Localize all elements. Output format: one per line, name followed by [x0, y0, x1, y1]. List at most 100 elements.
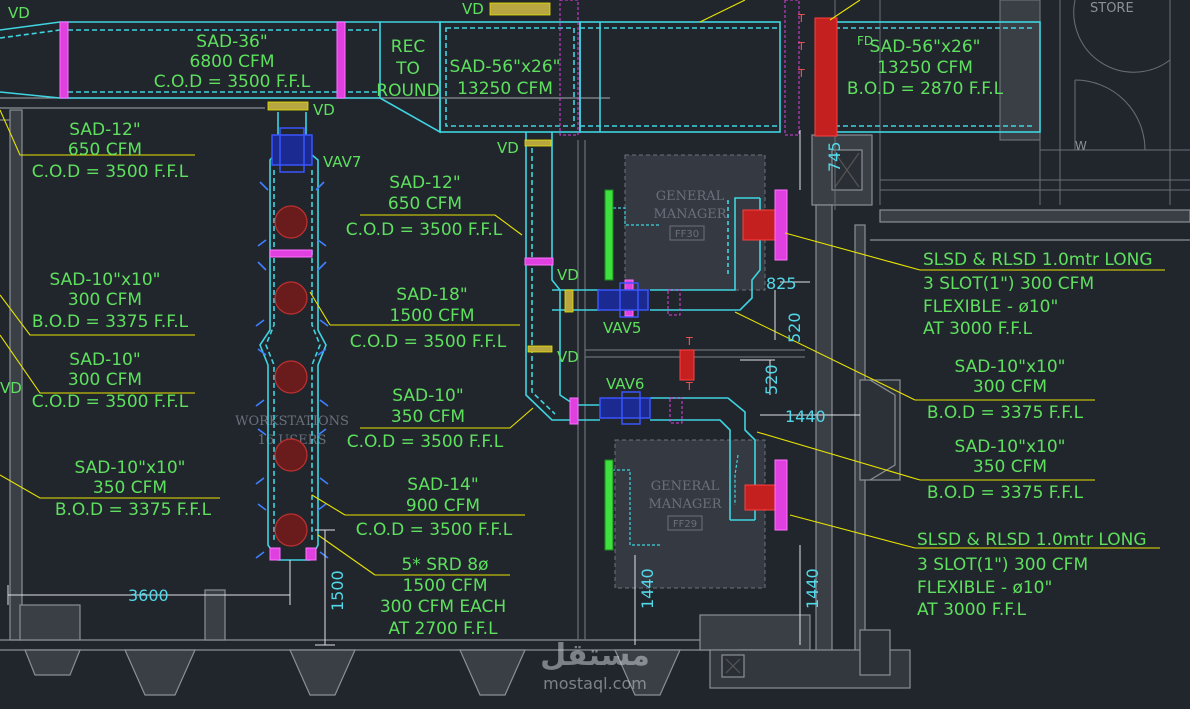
label-line: 300 CFM EACH	[380, 597, 506, 617]
label-line: SLSD & RLSD 1.0mtr LONG	[917, 530, 1147, 550]
tag-t: T	[797, 40, 805, 53]
vav-tag: VAV6	[606, 375, 644, 393]
room-name: MANAGER	[653, 207, 727, 222]
duct-cfm: 6800 CFM	[190, 52, 275, 72]
label-line: SAD-12"	[389, 173, 460, 193]
duct-size: SAD-56"x26"	[450, 57, 561, 77]
label-line: B.O.D = 3375 F.F.L	[927, 483, 1084, 503]
duct-cfm: 13250 CFM	[457, 79, 553, 99]
fd-tag: FD	[857, 34, 873, 48]
left-labels: SAD-12" 650 CFM C.O.D = 3500 F.F.L SAD-1…	[32, 120, 212, 520]
label-line: 5* SRD 8ø	[401, 555, 488, 575]
dampers	[59, 21, 788, 561]
label-line: 350 CFM	[93, 478, 167, 498]
room-name: GENERAL	[651, 479, 720, 494]
label-line: 650 CFM	[68, 140, 142, 160]
label-line: SAD-18"	[396, 285, 467, 305]
dimension: 745	[825, 141, 844, 172]
duct-elevation: C.O.D = 3500 F.F.L	[154, 72, 311, 92]
label-line: FLEXIBLE - ø10"	[917, 578, 1052, 598]
watermark-arabic: مستقل	[540, 638, 650, 673]
label-line: SAD-10"x10"	[75, 458, 186, 478]
label-line: SAD-12"	[69, 120, 140, 140]
label-line: C.O.D = 3500 F.F.L	[32, 162, 189, 182]
dimension: 825	[766, 274, 797, 293]
label-line: 1500 CFM	[390, 306, 475, 326]
room-code: FF30	[675, 229, 699, 240]
label-line: C.O.D = 3500 F.F.L	[356, 520, 513, 540]
duct-annotations: SAD-36" 6800 CFM C.O.D = 3500 F.F.L REC …	[154, 32, 1004, 101]
dimension: 3600	[128, 586, 169, 605]
room-code: FF29	[673, 519, 697, 530]
label-line: SAD-10"x10"	[50, 270, 161, 290]
round-diffusers	[274, 205, 308, 547]
dampers-outline	[559, 0, 800, 424]
label-line: 900 CFM	[406, 496, 480, 516]
label-line: SAD-10"x10"	[955, 437, 1066, 457]
label-line: C.O.D = 3500 F.F.L	[32, 392, 189, 412]
label-line: FLEXIBLE - ø10"	[923, 297, 1058, 317]
vd-tag: VD	[462, 0, 484, 18]
label-line: SAD-10"x10"	[955, 357, 1066, 377]
vd-tag: VD	[557, 266, 579, 284]
label-line: 300 CFM	[68, 290, 142, 310]
duct-elevation: B.O.D = 2870 F.F.L	[847, 79, 1004, 99]
label-line: 1500 CFM	[403, 576, 488, 596]
duct-size: SAD-36"	[196, 32, 267, 52]
dimension: 1440	[785, 407, 826, 426]
room-name: WORKSTATIONS	[235, 414, 349, 429]
label-line: B.O.D = 3375 F.F.L	[55, 500, 212, 520]
label-line: SAD-14"	[407, 475, 478, 495]
label-line: 350 CFM	[973, 457, 1047, 477]
leader-lines	[0, 0, 1165, 576]
vav-boxes	[271, 127, 651, 425]
vav-tag: VAV7	[323, 153, 361, 171]
gm-room-bottom: GENERAL MANAGER FF29	[614, 439, 766, 589]
duct-size: SAD-56"x26"	[870, 37, 981, 57]
window-tag: W	[1075, 139, 1087, 153]
label-line: B.O.D = 3375 F.F.L	[32, 312, 189, 332]
label-line: AT 3000 F.F.L	[917, 600, 1027, 620]
label-line: 3 SLOT(1") 300 CFM	[923, 274, 1094, 294]
label-line: SLSD & RLSD 1.0mtr LONG	[923, 250, 1153, 270]
dimension: 520	[785, 312, 804, 343]
vd-tag: VD	[313, 101, 335, 119]
fire-damper-tags: T T T T T	[685, 12, 805, 393]
watermark-latin: mostaql.com	[543, 674, 647, 693]
label-line: 300 CFM	[68, 370, 142, 390]
tag-t: T	[685, 380, 693, 393]
label-line: C.O.D = 3500 F.F.L	[350, 332, 507, 352]
label-line: C.O.D = 3500 F.F.L	[346, 220, 503, 240]
label-line: C.O.D = 3500 F.F.L	[347, 432, 504, 452]
dimension: 1440	[638, 568, 657, 609]
dimension: 1440	[803, 568, 822, 609]
label-line: 350 CFM	[391, 407, 465, 427]
volume-dampers	[267, 2, 574, 353]
label-line: 3 SLOT(1") 300 CFM	[917, 555, 1088, 575]
transition-label: ROUND	[376, 81, 439, 101]
equipment-tags: VD VD VD VD VD VD VD VAV7 VAV5 VAV6 FD W	[0, 0, 1087, 397]
middle-labels: SAD-12" 650 CFM C.O.D = 3500 F.F.L SAD-1…	[346, 173, 513, 639]
gm-room-top: GENERAL MANAGER FF30	[624, 154, 766, 291]
tag-t: T	[797, 67, 805, 80]
watermark: مستقل mostaql.com	[540, 638, 650, 693]
slot-diffusers	[604, 189, 614, 551]
transition-label: REC	[391, 37, 425, 57]
label-line: B.O.D = 3375 F.F.L	[927, 403, 1084, 423]
label-line: SAD-10"	[392, 386, 463, 406]
vav-tag: VAV5	[603, 319, 641, 337]
label-line: 300 CFM	[973, 377, 1047, 397]
dimension: 1500	[328, 570, 347, 611]
throw-arrows	[255, 181, 329, 559]
label-line: AT 2700 F.F.L	[388, 619, 498, 639]
vd-tag: VD	[497, 139, 519, 157]
transition-label: TO	[395, 59, 420, 79]
label-line: SAD-10"	[69, 350, 140, 370]
room-name: MANAGER	[648, 497, 722, 512]
dimension-lines	[7, 130, 860, 646]
label-line: AT 3000 F.F.L	[923, 319, 1033, 339]
vd-tag: VD	[8, 4, 30, 22]
tag-t: T	[797, 12, 805, 25]
dimension: 520	[762, 364, 781, 395]
